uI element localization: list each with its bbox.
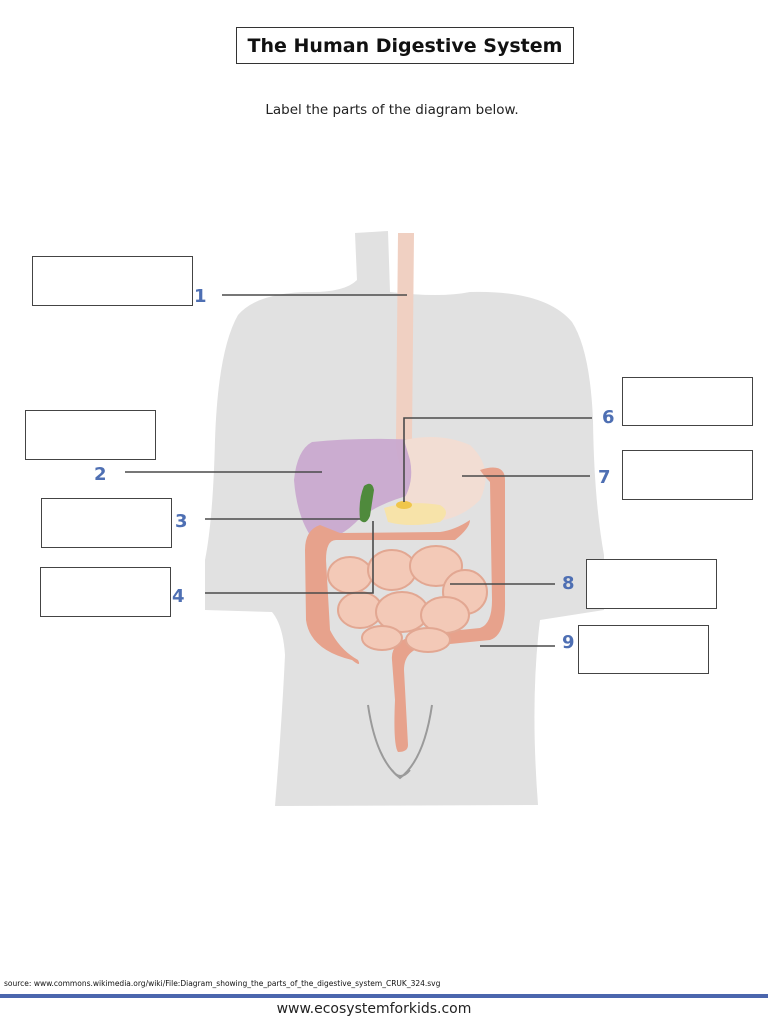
label-number-3: 3 (175, 511, 188, 532)
instruction-text: Label the parts of the diagram below. (265, 102, 519, 118)
label-number-8: 8 (562, 573, 575, 594)
footer-rule (0, 994, 768, 998)
label-number-2: 2 (94, 464, 107, 485)
leader-lines (125, 294, 592, 647)
label-number-7: 7 (598, 467, 611, 488)
large-intestine-shape (305, 467, 506, 752)
pancreas-shape (384, 503, 446, 525)
page-title: The Human Digestive System (236, 27, 574, 64)
answer-box-2[interactable] (25, 410, 156, 460)
esophagus-shape (395, 233, 440, 492)
label-number-1: 1 (194, 286, 207, 307)
gallbladder-shape (359, 483, 374, 523)
answer-box-7[interactable] (622, 450, 753, 500)
small-intestine-coils (327, 545, 488, 653)
answer-box-4[interactable] (40, 567, 171, 617)
answer-box-1[interactable] (32, 256, 193, 306)
answer-box-8[interactable] (586, 559, 717, 609)
pelvis-outline-inner (391, 769, 411, 777)
liver-shape (294, 438, 424, 542)
footer-url: www.ecosystemforkids.com (276, 1001, 472, 1017)
source-credit: source: www.commons.wikimedia.org/wiki/F… (4, 979, 441, 988)
stomach-shape (400, 436, 486, 522)
answer-box-3[interactable] (41, 498, 172, 548)
pelvis-outline (367, 704, 433, 780)
answer-box-6[interactable] (622, 377, 753, 426)
label-number-9: 9 (562, 632, 575, 653)
pancreas-yellow-spot (396, 501, 412, 509)
leader-line-4 (205, 521, 374, 594)
answer-box-9[interactable] (578, 625, 709, 674)
leader-line-6 (403, 417, 592, 502)
label-number-4: 4 (172, 586, 185, 607)
label-number-6: 6 (602, 407, 615, 428)
